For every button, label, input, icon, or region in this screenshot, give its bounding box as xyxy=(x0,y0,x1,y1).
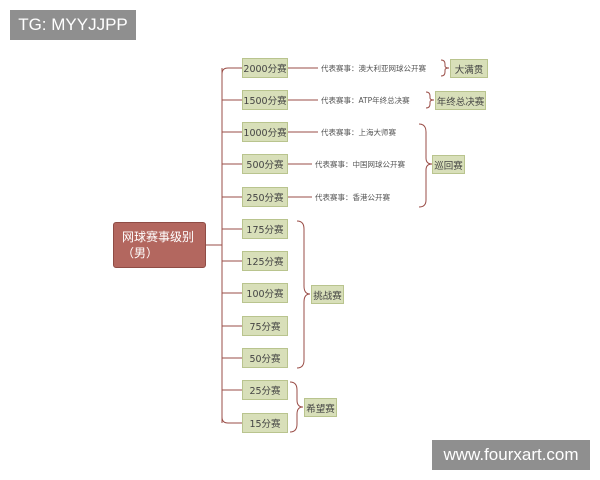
category-grand-slam: 大满贯 xyxy=(450,59,488,78)
level-node-75: 75分赛 xyxy=(242,316,288,336)
example-lines xyxy=(288,67,318,198)
example-event-2000: 代表赛事：澳大利亚网球公开赛 xyxy=(321,64,426,73)
level-node-175: 175分赛 xyxy=(242,219,288,239)
example-event-500: 代表赛事：中国网球公开赛 xyxy=(315,160,405,169)
watermark-top-left: TG: MYYJJPP xyxy=(10,10,136,40)
example-event-250: 代表赛事：香港公开赛 xyxy=(315,193,390,202)
branch-lines xyxy=(221,67,242,424)
level-node-25: 25分赛 xyxy=(242,380,288,400)
level-node-2000: 2000分赛 xyxy=(242,58,288,78)
level-node-125: 125分赛 xyxy=(242,251,288,271)
example-event-1500: 代表赛事：ATP年终总决赛 xyxy=(321,96,410,105)
brace-lines xyxy=(289,59,450,433)
level-node-100: 100分赛 xyxy=(242,283,288,303)
category-tour: 巡回赛 xyxy=(432,155,465,174)
category-challenger: 挑战赛 xyxy=(311,285,344,304)
level-node-1000: 1000分赛 xyxy=(242,122,288,142)
example-event-1000: 代表赛事：上海大师赛 xyxy=(321,128,396,137)
level-node-250: 250分赛 xyxy=(242,187,288,207)
category-year-end-finals: 年终总决赛 xyxy=(435,91,486,110)
category-futures: 希望赛 xyxy=(304,398,337,417)
root-node: 网球赛事级别 （男） xyxy=(113,222,206,268)
level-node-15: 15分赛 xyxy=(242,413,288,433)
watermark-bottom-right: www.fourxart.com xyxy=(432,440,590,470)
level-node-500: 500分赛 xyxy=(242,154,288,174)
root-subtitle: （男） xyxy=(122,246,159,260)
root-title: 网球赛事级别 xyxy=(122,230,195,244)
level-node-1500: 1500分赛 xyxy=(242,90,288,110)
level-node-50: 50分赛 xyxy=(242,348,288,368)
